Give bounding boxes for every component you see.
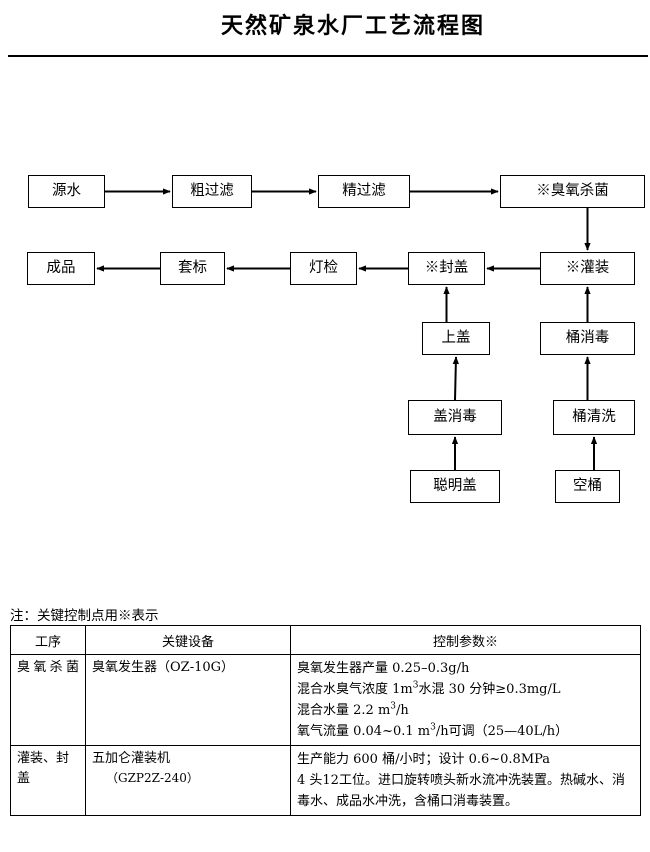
parameter-line: 混合水量 2.2 m3/h: [297, 701, 409, 719]
col-header-process: 工序: [10, 625, 86, 655]
cell-process: 臭氧杀菌: [10, 653, 86, 747]
flow-node-label: 桶清洗: [572, 409, 616, 426]
flow-node-barrel-disinfect: 桶消毒: [540, 322, 635, 355]
flow-node-label: 聪明盖: [433, 478, 477, 495]
flow-node-cap-disinfect: 盖消毒: [408, 400, 502, 435]
table-row: 臭氧杀菌臭氧发生器（OZ-10G） 臭氧发生器产量 0.25–0.3g/h 混合水臭…: [10, 653, 641, 747]
equipment-model: （GZP2Z-240）: [106, 771, 199, 786]
flow-node-label: 空桶: [573, 478, 602, 495]
cell-equipment: 臭氧发生器（OZ-10G）: [85, 653, 291, 747]
col-header-params: 控制参数※: [290, 625, 641, 655]
flow-node-barrel-wash: 桶清洗: [553, 400, 635, 435]
flow-node-finished-product: 成品: [27, 252, 95, 285]
control-parameter-table: 工序 关键设备 控制参数※ 臭氧杀菌臭氧发生器（OZ-10G） 臭氧发生器产量 0…: [10, 625, 641, 817]
cell-parameters: 臭氧发生器产量 0.25–0.3g/h 混合水臭气浓度 1m3水混 30 分钟≥0…: [290, 653, 641, 747]
flow-node-label: ※臭氧杀菌: [536, 183, 609, 200]
flow-node-label: 盖消毒: [433, 409, 477, 426]
flow-connector-layer: [96, 188, 598, 470]
flow-edge-cap-disinfect-to-cap-on: [452, 356, 460, 401]
flow-node-label: 粗过滤: [190, 183, 234, 200]
flow-node-cap-on: 上盖: [422, 322, 490, 355]
parameter-line: 混合水臭气浓度 1m3水混 30 分钟≥0.3mg/L: [297, 680, 561, 698]
flow-node-lamp-inspect: 灯检: [290, 252, 357, 285]
flow-node-labeling: 套标: [160, 252, 225, 285]
page-title: 天然矿泉水厂工艺流程图: [220, 13, 485, 39]
flow-node-coarse-filter: 粗过滤: [172, 175, 252, 208]
cell-equipment: 五加仑灌装机 （GZP2Z-240）: [85, 745, 291, 817]
cell-process: 灌装、封盖: [10, 745, 86, 817]
flow-node-label: 精过滤: [342, 183, 386, 200]
flow-node-label: 套标: [178, 260, 207, 277]
flow-node-source-water: 源水: [28, 175, 105, 208]
flow-node-empty-barrel: 空桶: [555, 470, 620, 503]
title-divider: [8, 55, 648, 57]
parameter-line: 4 头12工位。进口旋转喷头新水流冲洗装置。热碱水、消毒水、成品水冲洗，含桶口消…: [297, 773, 625, 810]
process-flow-diagram: 源水 粗过滤 精过滤 ※臭氧杀菌 ※灌装 ※封盖 灯检 套标 成品上盖 桶消毒盖消毒 桶清洗聪明盖 空…: [27, 175, 645, 503]
flow-node-filling: ※灌装: [540, 252, 635, 285]
table-note: 注：关键控制点用※表示: [10, 608, 159, 624]
flow-node-label: 成品: [46, 260, 76, 277]
cell-parameters: 生产能力 600 桶/小时；设计 0.6~0.8MPa 4 头12工位。进口旋转喷…: [290, 745, 641, 817]
flow-node-capping: ※封盖: [408, 252, 485, 285]
table-header-row: 工序 关键设备 控制参数※: [10, 625, 641, 655]
equipment-line: 五加仑灌装机: [92, 751, 171, 767]
flow-node-label: ※灌装: [565, 260, 610, 277]
flow-node-label: ※封盖: [424, 260, 469, 277]
flow-node-smart-cap: 聪明盖: [410, 470, 500, 503]
flow-node-ozone-steril: ※臭氧杀菌: [500, 175, 645, 208]
flow-node-label: 上盖: [441, 330, 471, 347]
equipment-line: 臭氧发生器（OZ-10G）: [92, 660, 235, 675]
parameter-line: 臭氧发生器产量 0.25–0.3g/h: [297, 661, 470, 676]
flow-node-label: 桶消毒: [565, 330, 610, 347]
parameter-line: 氧气流量 0.04~0.1 m3/h可调（25—40L/h）: [297, 722, 569, 740]
parameter-line: 生产能力 600 桶/小时；设计 0.6~0.8MPa: [297, 752, 551, 768]
flow-node-label: 源水: [52, 183, 81, 200]
flow-node-fine-filter: 精过滤: [318, 175, 410, 208]
col-header-equipment: 关键设备: [85, 625, 291, 655]
table-row: 灌装、封盖五加仑灌装机 （GZP2Z-240） 生产能力 600 桶/小时；设计 0…: [10, 745, 641, 817]
flow-node-label: 灯检: [309, 260, 338, 277]
